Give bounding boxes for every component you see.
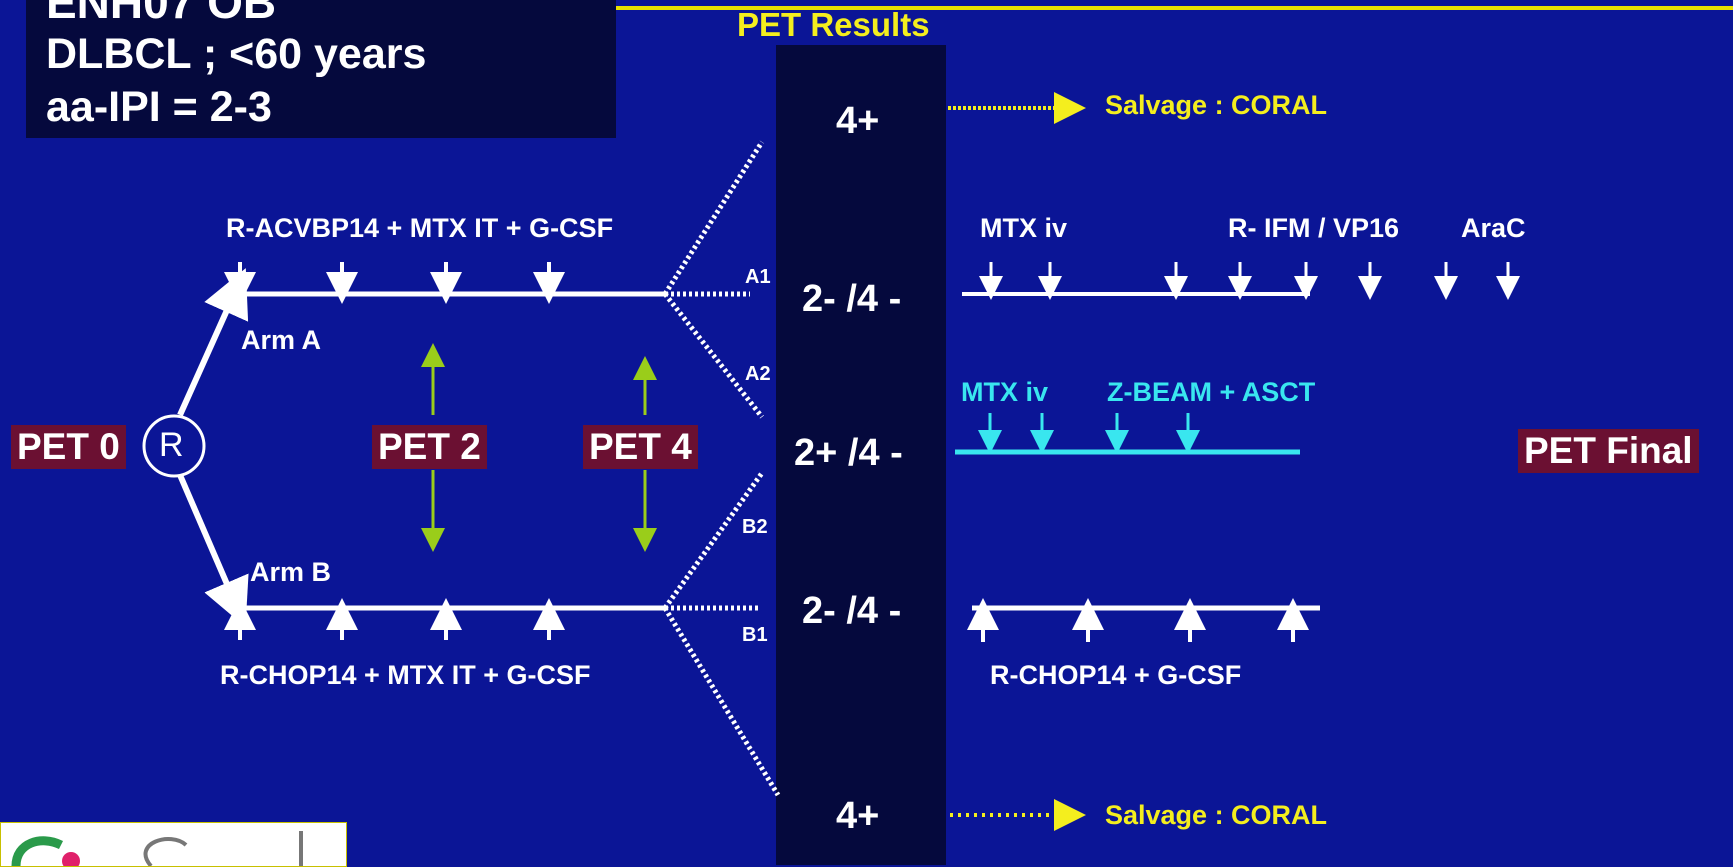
top-accent-line <box>600 6 1733 10</box>
title-line-2: DLBCL ; <60 years <box>46 30 427 78</box>
title-box: ENH07 OB DLBCL ; <60 years aa-IPI = 2-3 <box>26 0 616 138</box>
arm-b-dotted-branches <box>662 471 781 797</box>
randomization-circle <box>142 414 206 478</box>
a2-consolidation-arrows <box>978 413 1200 454</box>
pet-results-column <box>776 45 946 865</box>
branch-b2-label: B2 <box>742 516 768 538</box>
result-top-4plus: 4+ <box>836 100 880 142</box>
b1-consolidation-arrows <box>967 598 1309 642</box>
result-b1: 2- /4 - <box>802 590 902 632</box>
arm-b-regimen: R-CHOP14 + MTX IT + G-CSF <box>220 660 591 690</box>
pet2-box: PET 2 <box>372 425 487 469</box>
a1-consolidation-arrows <box>979 262 1520 300</box>
pet-final-box: PET Final <box>1518 429 1699 473</box>
arm-a-label: Arm A <box>241 325 322 355</box>
pet4-box: PET 4 <box>583 425 698 469</box>
a2-mtx-iv-label: MTX iv <box>961 377 1049 407</box>
branch-b1-label: B1 <box>742 624 768 646</box>
arm-b-branch-line <box>177 473 249 628</box>
b1-rchop-label: R-CHOP14 + G-CSF <box>990 660 1242 690</box>
randomization-label: R <box>159 426 184 464</box>
branch-a2-label: A2 <box>745 363 771 385</box>
title-line-1: ENH07 OB <box>46 0 277 28</box>
a1-arac-label: AraC <box>1461 213 1526 243</box>
salvage-top-label: Salvage : CORAL <box>1105 90 1328 120</box>
result-a1: 2- /4 - <box>802 278 902 320</box>
arm-b-label: Arm B <box>250 557 332 587</box>
a2-zbeam-label: Z-BEAM + ASCT <box>1107 377 1316 407</box>
arm-a-cycle-arrows <box>224 262 565 304</box>
logo <box>0 822 347 867</box>
result-bottom-4plus: 4+ <box>836 795 880 837</box>
pet-results-title: PET Results <box>737 6 930 43</box>
pet-interim-arrows <box>421 343 657 552</box>
salvage-bottom-label: Salvage : CORAL <box>1105 800 1328 830</box>
arm-a-branch-line <box>177 268 249 417</box>
arm-a-regimen: R-ACVBP14 + MTX IT + G-CSF <box>226 213 614 243</box>
a1-mtx-iv-label: MTX iv <box>980 213 1068 243</box>
arm-a-dotted-branches <box>662 140 765 419</box>
pet0-box: PET 0 <box>11 425 126 469</box>
branch-a1-label: A1 <box>745 266 771 288</box>
result-a2: 2+ /4 - <box>794 432 903 474</box>
a1-ifm-label: R- IFM / VP16 <box>1228 213 1400 243</box>
title-line-3: aa-IPI = 2-3 <box>46 83 272 131</box>
arm-b-cycle-arrows <box>224 598 565 640</box>
